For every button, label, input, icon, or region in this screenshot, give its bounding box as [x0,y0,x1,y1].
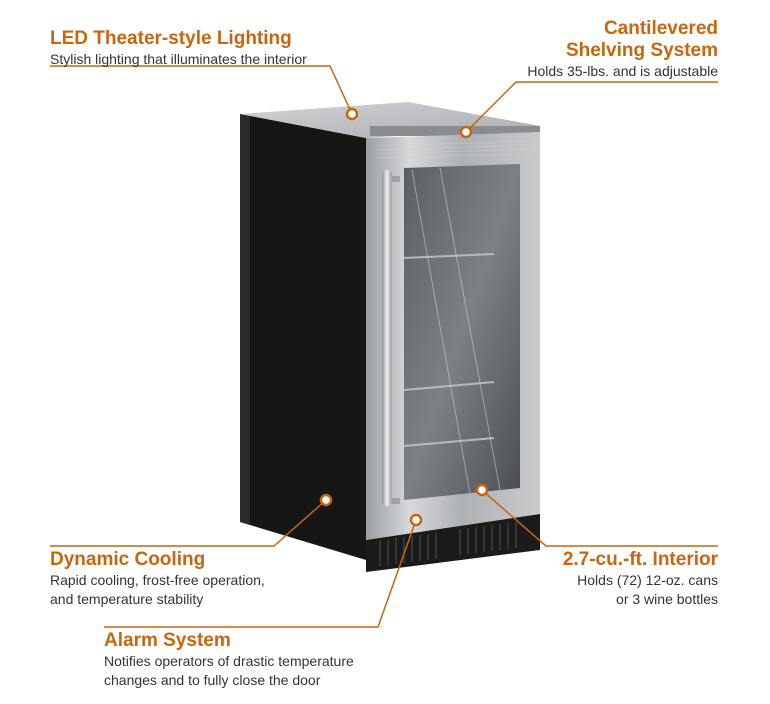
glass-door [366,132,540,540]
top-hinge [370,126,540,136]
leader-cooling [50,499,327,547]
callout-cooling-desc-2: and temperature stability [50,591,204,607]
callout-interior-desc-1: Holds (72) 12-oz. cans [577,572,718,588]
dot-cooling [319,493,333,507]
callout-interior-desc-2: or 3 wine bottles [616,591,718,607]
callout-cooling: Dynamic Cooling Rapid cooling, frost-fre… [50,549,265,609]
callout-interior: 2.7-cu.-ft. Interior Holds (72) 12-oz. c… [563,549,718,609]
callout-alarm: Alarm System Notifies operators of drast… [104,630,354,690]
leader-lines [50,65,718,628]
callout-shelving: Cantilevered Shelving System Holds 35-lb… [527,18,718,81]
callout-cooling-desc-1: Rapid cooling, frost-free operation, [50,572,265,588]
callout-alarm-title: Alarm System [104,630,231,651]
callout-cooling-title: Dynamic Cooling [50,549,206,570]
interior-shelves [403,253,495,447]
callout-dots [319,107,489,527]
callout-shelving-title-2: Shelving System [565,40,718,61]
dot-led [345,107,359,121]
callout-led: LED Theater-style Lighting Stylish light… [50,28,307,69]
leader-led [50,65,353,115]
dot-alarm [409,513,423,527]
callout-interior-title: 2.7-cu.-ft. Interior [562,549,718,570]
leader-alarm [104,519,417,628]
leader-interior [483,491,718,547]
callout-shelving-desc: Holds 35-lbs. and is adjustable [527,63,718,79]
bottom-vent [366,514,540,572]
callout-shelving-title-1: Cantilevered [603,18,718,39]
callout-alarm-desc-2: changes and to fully close the door [104,672,321,688]
callout-alarm-desc-1: Notifies operators of drastic temperatur… [104,653,354,669]
door-handle [382,170,400,506]
callout-led-desc: Stylish lighting that illuminates the in… [50,51,307,67]
leader-shelving [465,81,718,133]
cabinet-side [240,114,366,560]
callout-led-title: LED Theater-style Lighting [50,28,292,49]
dot-interior [475,483,489,497]
dot-shelving [459,125,473,139]
glass-panel [404,164,520,500]
